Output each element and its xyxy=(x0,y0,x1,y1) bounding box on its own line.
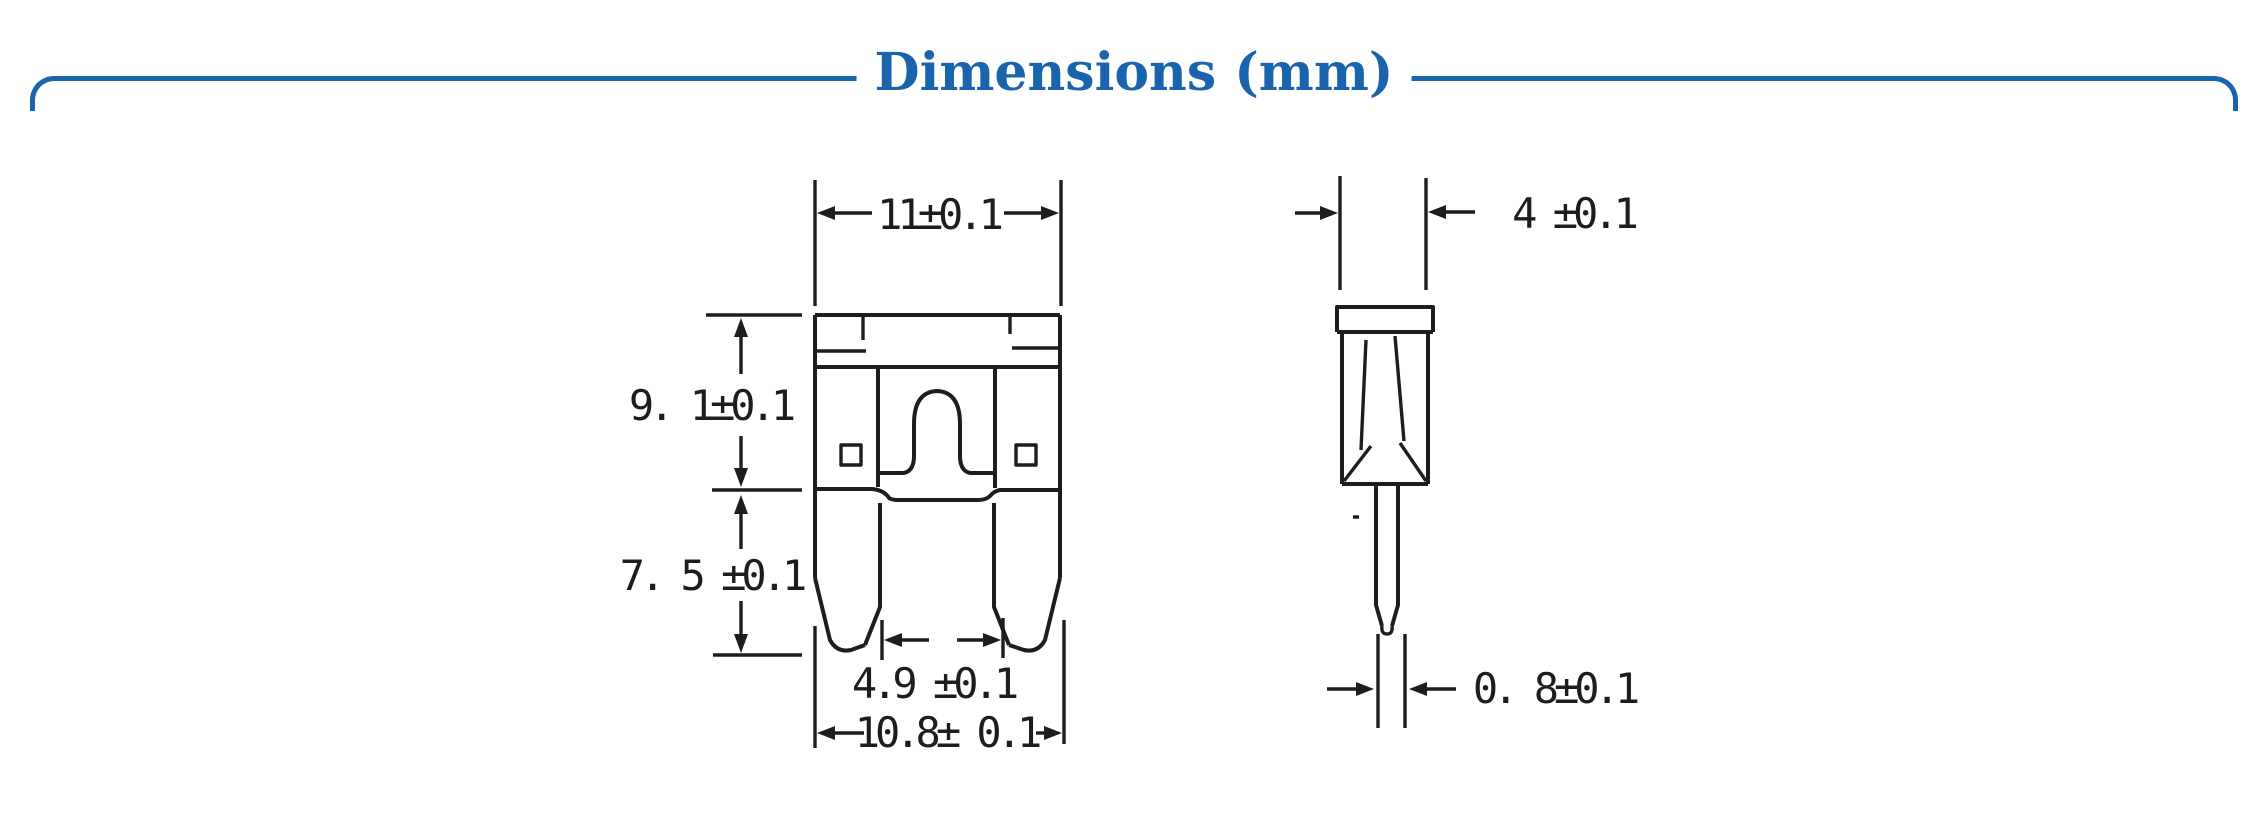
dim-label-bottom-width: 10.8± 0.1 xyxy=(855,708,1040,757)
dim-label-top-width: 11±0.1 xyxy=(877,190,1001,239)
side-view: 4 ±0.1 0. 8±0.1 xyxy=(1295,176,1643,728)
section-title: Dimensions (mm) xyxy=(856,44,1412,101)
front-view: 11±0.1 xyxy=(620,180,1066,757)
dim-body-thickness: 4 ±0.1 xyxy=(1295,176,1642,290)
dim-label-terminal-gap: 4.9 ±0.1 xyxy=(852,659,1017,708)
dim-body-height: 9. 1±0.1 xyxy=(629,313,802,492)
fuse-body-side xyxy=(1335,305,1435,636)
left-window-square xyxy=(839,443,863,467)
dim-terminal-thickness: 0. 8±0.1 xyxy=(1327,634,1643,728)
dim-terminal-height: 7. 5 ±0.1 xyxy=(620,495,810,657)
dim-bottom-width: 10.8± 0.1 xyxy=(813,620,1066,757)
dim-label-terminal-height: 7. 5 ±0.1 xyxy=(620,551,805,600)
right-window-square xyxy=(1014,443,1038,467)
dim-label-body-thickness: 4 ±0.1 xyxy=(1512,189,1636,238)
dim-label-body-height: 9. 1±0.1 xyxy=(629,381,794,430)
dim-terminal-gap: 4.9 ±0.1 xyxy=(852,618,1022,708)
fuse-body-front xyxy=(813,313,1062,653)
fuse-element-bell xyxy=(878,389,995,475)
side-blade xyxy=(1374,484,1384,627)
left-blade xyxy=(863,503,882,646)
dim-label-terminal-thickness: 0. 8±0.1 xyxy=(1473,664,1638,713)
dim-top-width: 11±0.1 xyxy=(813,180,1063,306)
